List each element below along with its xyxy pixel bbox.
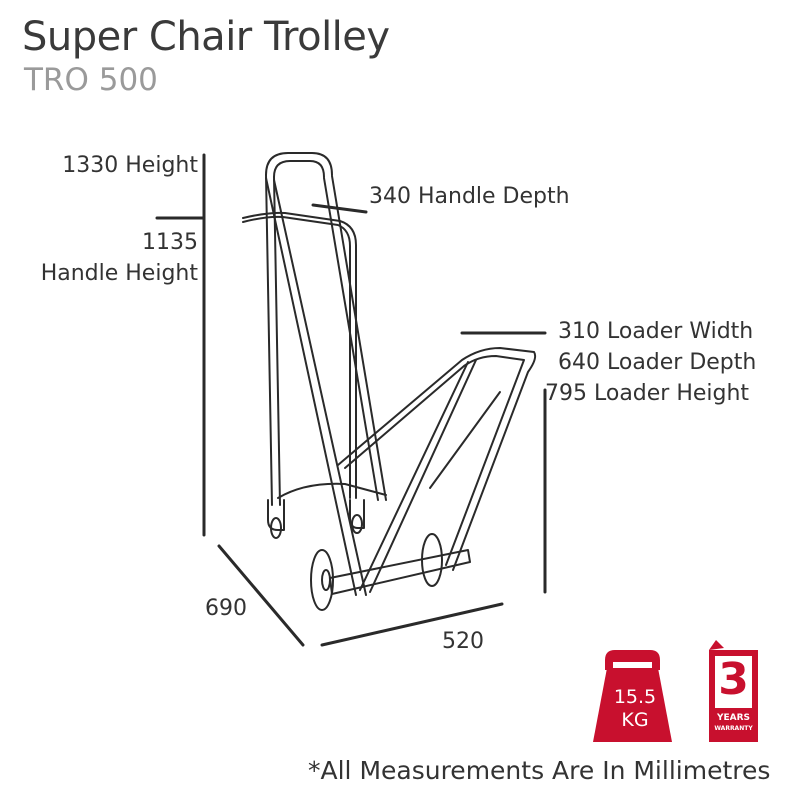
warranty-icon (709, 640, 758, 742)
loader-width-label: 310 Loader Width (558, 319, 754, 344)
warranty-line1: YEARS (716, 713, 751, 723)
warranty-line2: WARRANTY (714, 725, 753, 732)
height-label: 1330 Height (62, 153, 198, 178)
handle-depth-label: 340 Handle Depth (369, 184, 570, 209)
loader-depth-label: 640 Loader Depth (558, 350, 757, 375)
measurement-footnote: *All Measurements Are In Millimetres (308, 756, 771, 785)
handle-height-text: Handle Height (40, 261, 198, 286)
base-depth-label: 690 (205, 596, 247, 621)
loader-height-label: 795 Loader Height (545, 381, 750, 406)
handle-height-value: 1135 (142, 230, 198, 255)
product-title: Super Chair Trolley (22, 14, 390, 60)
model-number: TRO 500 (24, 62, 158, 98)
weight-value: 15.5 (613, 686, 657, 708)
handle-depth-pointer (311, 203, 368, 214)
trolley-frame (242, 152, 537, 611)
weight-unit: KG (621, 709, 649, 731)
base-depth-line (217, 544, 305, 647)
warranty-years: 3 (718, 654, 749, 705)
base-width-line (320, 602, 504, 647)
weight-icon (593, 650, 672, 742)
base-width-label: 520 (442, 629, 484, 654)
